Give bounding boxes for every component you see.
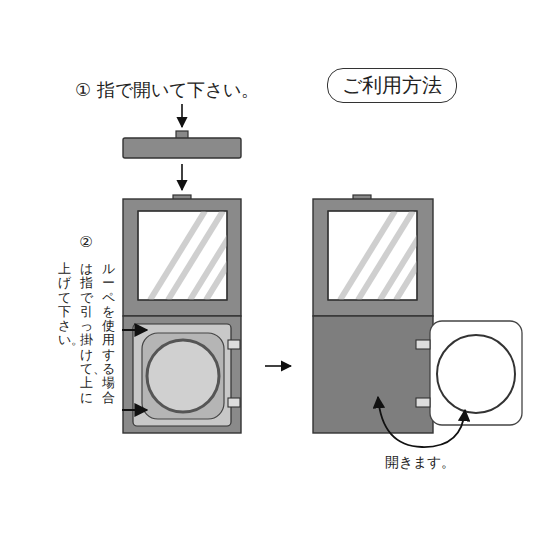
action-label: 開きます。 — [385, 454, 455, 472]
vertical-note: は指で引っ掛けて、上に — [80, 262, 93, 405]
open-compact — [123, 195, 261, 433]
title-pill: ご利用方法 — [327, 68, 457, 103]
pointer-arrow — [122, 329, 147, 331]
vertical-note: 上げて下さい。 — [58, 262, 71, 348]
swing-arrow — [378, 397, 465, 447]
open-compact-loupe-out — [313, 195, 522, 433]
closed-compact — [123, 131, 241, 158]
step-number: ② — [79, 233, 92, 251]
vertical-note: ルーペを使用する場合 — [102, 262, 115, 405]
pointer-arrow — [122, 409, 147, 411]
step-arrow — [181, 164, 183, 190]
step-arrow — [265, 365, 291, 367]
step-instruction: ① 指で開いて下さい。 — [75, 78, 259, 102]
node-text: ご利用方法 — [342, 72, 442, 99]
step-arrow — [181, 104, 183, 127]
